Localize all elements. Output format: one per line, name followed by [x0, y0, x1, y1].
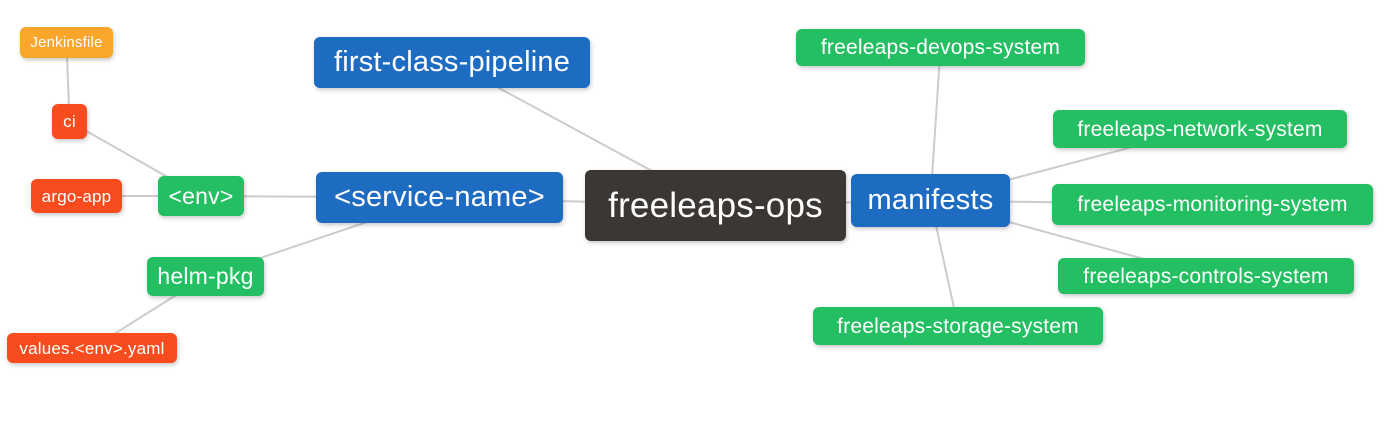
node-freeleaps-monitoring-system[interactable]: freeleaps-monitoring-system: [1052, 184, 1373, 225]
node-ci[interactable]: ci: [52, 104, 87, 139]
node-freeleaps-network-system[interactable]: freeleaps-network-system: [1053, 110, 1347, 148]
node-helm-pkg[interactable]: helm-pkg: [147, 257, 264, 296]
node-freeleaps-devops-system[interactable]: freeleaps-devops-system: [796, 29, 1085, 66]
node-first-class-pipeline[interactable]: first-class-pipeline: [314, 37, 590, 88]
node-argo-app[interactable]: argo-app: [31, 179, 122, 213]
node-freeleaps-controls-system[interactable]: freeleaps-controls-system: [1058, 258, 1354, 294]
node-manifests[interactable]: manifests: [851, 174, 1010, 227]
node-values-env-yaml[interactable]: values.<env>.yaml: [7, 333, 177, 363]
node-service-name[interactable]: <service-name>: [316, 172, 563, 223]
node-env[interactable]: <env>: [158, 176, 244, 216]
node-freeleaps-ops[interactable]: freeleaps-ops: [585, 170, 846, 241]
node-freeleaps-storage-system[interactable]: freeleaps-storage-system: [813, 307, 1103, 345]
node-jenkinsfile[interactable]: Jenkinsfile: [20, 27, 113, 58]
